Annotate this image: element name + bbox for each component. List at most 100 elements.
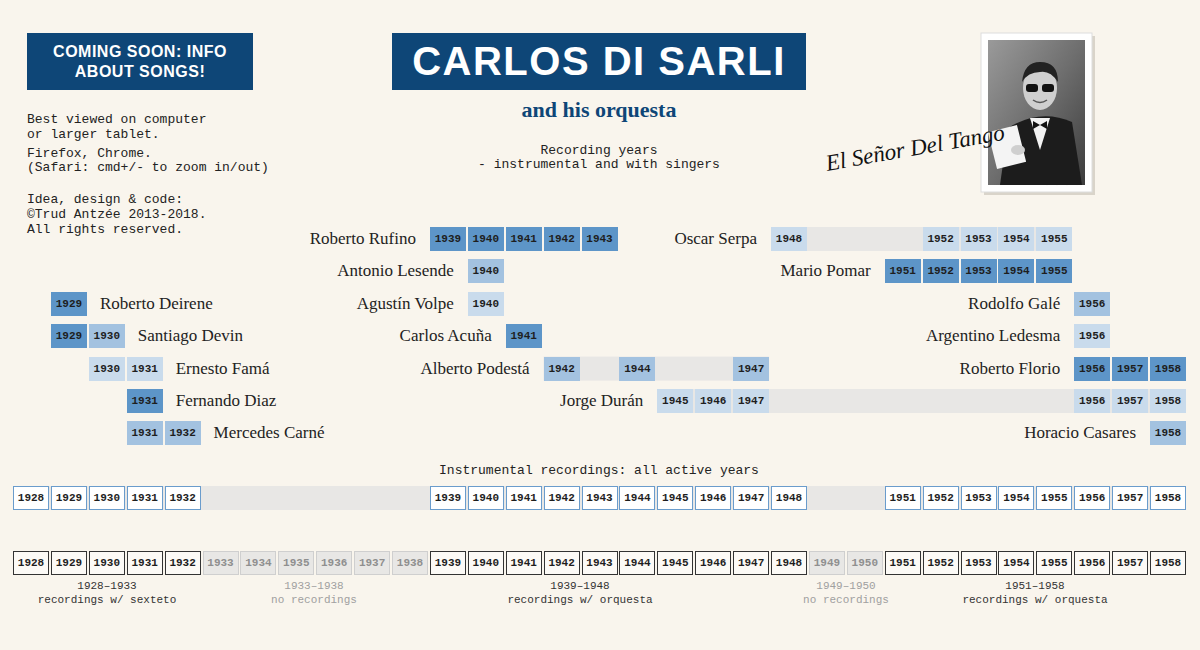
year-label: 1937	[359, 557, 385, 569]
instrumental-year-cell: 1948	[771, 486, 807, 510]
year-label: 1958	[1155, 492, 1181, 504]
year-label: 1944	[624, 363, 650, 375]
singer-name: Ernesto Famá	[176, 359, 270, 379]
year-label: 1955	[1041, 557, 1067, 569]
period-caption: 1949–1950	[816, 580, 875, 593]
year-label: 1956	[1079, 492, 1105, 504]
year-label: 1955	[1041, 233, 1067, 245]
photo-ground	[988, 40, 1085, 185]
year-label: 1931	[131, 427, 157, 439]
inactive-year-cell: 1935	[278, 551, 314, 575]
singer-year-cell: 1932	[165, 421, 201, 445]
year-label: 1938	[397, 557, 423, 569]
timeline-year-cell: 1929	[51, 551, 87, 575]
singer-year-cell: 1945	[657, 389, 693, 413]
instrumental-year-cell: 1941	[506, 486, 542, 510]
singer-name: Argentino Ledesma	[926, 326, 1060, 346]
year-label: 1945	[662, 492, 688, 504]
singer-year-cell: 1940	[468, 227, 504, 251]
singer-year-cell: 1931	[127, 421, 163, 445]
photo-frame	[981, 33, 1092, 192]
singer-year-cell: 1940	[468, 259, 504, 283]
period-caption: recordings w/ sexteto	[38, 594, 177, 607]
instrumental-year-cell: 1951	[885, 486, 921, 510]
singer-year-cell: 1929	[51, 292, 87, 316]
singer-year-cell: 1956	[1074, 292, 1110, 316]
singer-name: Oscar Serpa	[674, 229, 757, 249]
year-label: 1953	[965, 492, 991, 504]
inactive-year-cell: 1938	[392, 551, 428, 575]
instrumental-year-cell: 1945	[657, 486, 693, 510]
timeline-year-cell: 1944	[619, 551, 655, 575]
timeline-year-cell: 1955	[1036, 551, 1072, 575]
year-label: 1934	[245, 557, 271, 569]
year-label: 1928	[18, 557, 44, 569]
period-caption: recordings w/ orquesta	[962, 594, 1107, 607]
year-label: 1944	[624, 492, 650, 504]
hair	[1022, 62, 1058, 82]
period-caption: 1939–1948	[550, 580, 609, 593]
timeline-year-cell: 1930	[89, 551, 125, 575]
year-label: 1944	[624, 557, 650, 569]
year-label: 1958	[1155, 363, 1181, 375]
singer-year-cell: 1940	[468, 292, 504, 316]
gap-band	[771, 227, 1072, 251]
year-label: 1931	[131, 557, 157, 569]
year-label: 1957	[1117, 395, 1143, 407]
year-label: 1955	[1041, 492, 1067, 504]
year-label: 1933	[207, 557, 233, 569]
year-label: 1954	[1003, 557, 1029, 569]
year-label: 1947	[738, 492, 764, 504]
year-label: 1945	[662, 395, 688, 407]
year-label: 1948	[776, 557, 802, 569]
year-label: 1941	[510, 557, 536, 569]
inactive-year-cell: 1934	[240, 551, 276, 575]
year-label: 1940	[473, 492, 499, 504]
year-label: 1935	[283, 557, 309, 569]
gap-band	[657, 389, 1186, 413]
timeline-year-cell: 1942	[544, 551, 580, 575]
singer-name: Alberto Podestá	[421, 359, 530, 379]
singer-name: Horacio Casares	[1024, 423, 1136, 443]
note-text: Best viewed on computer or larger tablet…	[27, 112, 212, 142]
instrumental-year-cell: 1929	[51, 486, 87, 510]
year-label: 1954	[1003, 265, 1029, 277]
year-label: 1930	[94, 557, 120, 569]
instrumental-year-cell: 1956	[1074, 486, 1110, 510]
singer-name: Santiago Devin	[138, 326, 243, 346]
announcement-text: COMING SOON: INFO ABOUT SONGS!	[37, 42, 243, 80]
year-label: 1955	[1041, 265, 1067, 277]
year-label: 1958	[1155, 427, 1181, 439]
singer-year-cell: 1953	[961, 227, 997, 251]
year-label: 1948	[776, 233, 802, 245]
timeline-year-cell: 1947	[733, 551, 769, 575]
note-text: (Safari: cmd+/- to zoom in/out)	[27, 160, 269, 175]
shirt	[1030, 118, 1050, 150]
singer-name: Rodolfo Galé	[968, 294, 1060, 314]
timeline-year-cell: 1931	[127, 551, 163, 575]
year-label: 1942	[548, 363, 574, 375]
singer-name: Jorge Durán	[560, 391, 643, 411]
year-label: 1946	[700, 492, 726, 504]
gap-band	[544, 357, 770, 381]
year-label: 1946	[700, 557, 726, 569]
timeline-year-cell: 1932	[165, 551, 201, 575]
period-caption: no recordings	[271, 594, 357, 607]
year-label: 1956	[1079, 330, 1105, 342]
year-label: 1929	[56, 492, 82, 504]
timeline-year-cell: 1954	[998, 551, 1034, 575]
instrumental-year-cell: 1957	[1112, 486, 1148, 510]
hand	[1011, 145, 1025, 155]
timeline-year-cell: 1958	[1150, 551, 1186, 575]
year-label: 1956	[1079, 395, 1105, 407]
singer-year-cell: 1958	[1150, 357, 1186, 381]
instrumental-year-cell: 1946	[695, 486, 731, 510]
timeline-year-cell: 1956	[1074, 551, 1110, 575]
timeline-year-cell: 1939	[430, 551, 466, 575]
singer-year-cell: 1952	[923, 227, 959, 251]
year-label: 1940	[473, 557, 499, 569]
instrumental-year-cell: 1944	[619, 486, 655, 510]
singer-year-cell: 1930	[89, 357, 125, 381]
timeline-year-cell: 1957	[1112, 551, 1148, 575]
